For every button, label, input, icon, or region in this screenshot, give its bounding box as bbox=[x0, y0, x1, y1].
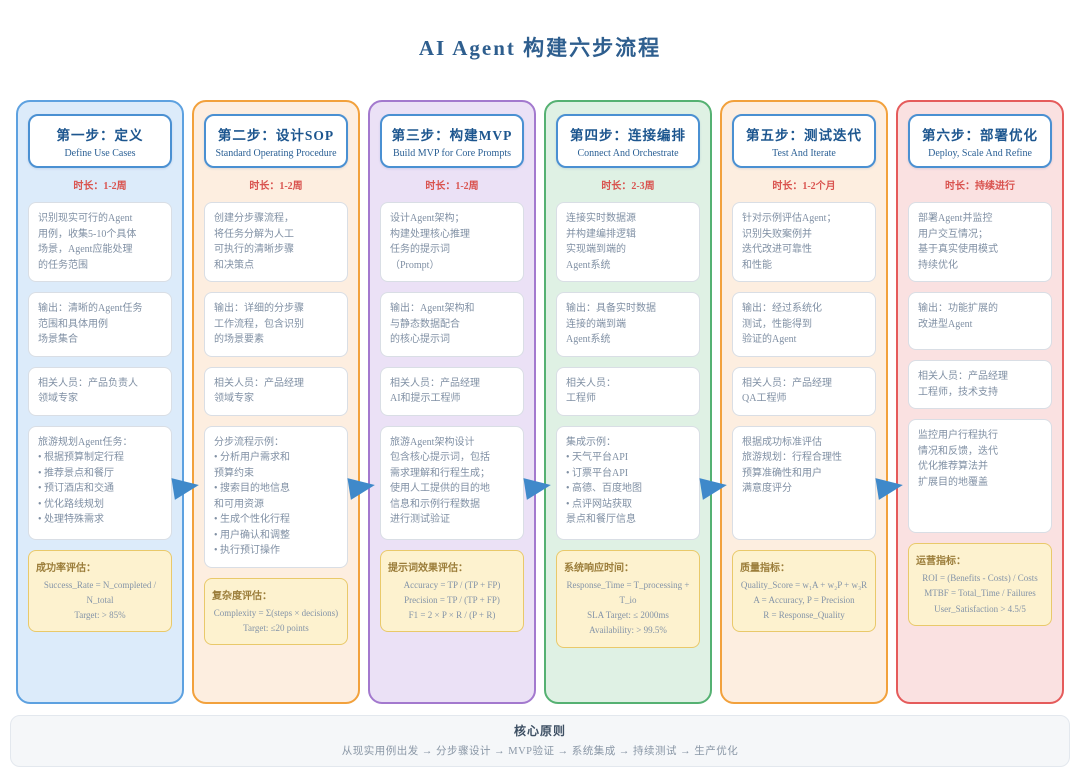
step-example-card: 分步流程示例： • 分析用户需求和 预算约束 • 搜索目的地信息 和可用资源 •… bbox=[204, 425, 348, 568]
step-people-card: 相关人员：产品经理 工程师，技术支持 bbox=[908, 360, 1052, 409]
core-principles-flow: 从现实用例出发 → 分步骤设计 → MVP验证 → 系统集成 → 持续测试 → … bbox=[341, 746, 739, 757]
core-principles-title: 核心原则 bbox=[513, 724, 566, 738]
step-description-card: 识别现实可行的Agent 用例，收集5-10个具体 场景，Agent应能处理 的… bbox=[28, 202, 172, 282]
step-subtitle: Standard Operating Procedure bbox=[215, 148, 337, 159]
step-people-card: 相关人员：产品经理 领域专家 bbox=[204, 366, 348, 416]
step-title: 第四步：连接编排 bbox=[570, 128, 686, 143]
step-column-3: 第三步：构建MVP Build MVP for Core Prompts 时长：… bbox=[368, 100, 536, 704]
step-title: 第五步：测试迭代 bbox=[746, 128, 862, 143]
step-output-card: 输出：经过系统化 测试，性能得到 验证的Agent bbox=[732, 292, 876, 357]
step-duration: 时长：1-2周 bbox=[73, 181, 127, 192]
page-title: AI Agent 构建六步流程 bbox=[418, 36, 662, 60]
flow-arrow-icon bbox=[171, 474, 201, 500]
metric-formulas: Quality_Score = w₁A + w₂P + w₃R A = Accu… bbox=[740, 579, 868, 621]
step-column-1: 第一步：定义 Define Use Cases 时长：1-2周 识别现实可行的A… bbox=[16, 100, 184, 704]
core-principles-bar: 核心原则 从现实用例出发 → 分步骤设计 → MVP验证 → 系统集成 → 持续… bbox=[10, 715, 1070, 767]
step-duration: 时长：持续进行 bbox=[945, 181, 1015, 192]
step-description-card: 针对示例评估Agent； 识别失败案例并 迭代改进可靠性 和性能 bbox=[732, 202, 876, 282]
step-header: 第四步：连接编排 Connect And Orchestrate bbox=[556, 114, 700, 168]
step-example-card: 集成示例： • 天气平台API • 订票平台API • 高德、百度地图 • 点评… bbox=[556, 425, 700, 540]
step-header: 第三步：构建MVP Build MVP for Core Prompts bbox=[380, 114, 524, 168]
metric-title: 质量指标： bbox=[740, 562, 790, 574]
step-subtitle: Connect And Orchestrate bbox=[577, 148, 679, 159]
step-description-card: 连接实时数据源 并构建编排逻辑 实现端到端的 Agent系统 bbox=[556, 202, 700, 282]
step-subtitle: Test And Iterate bbox=[772, 148, 836, 159]
step-output-card: 输出：Agent架构和 与静态数据配合 的核心提示词 bbox=[380, 292, 524, 357]
step-metric-card: 系统响应时间： Response_Time = T_processing + T… bbox=[556, 549, 700, 648]
step-metric-card: 成功率评估： Success_Rate = N_completed / N_to… bbox=[28, 549, 172, 633]
step-metric-card: 提示词效果评估： Accuracy = TP / (TP + FP) Preci… bbox=[380, 549, 524, 633]
six-step-board: 第一步：定义 Define Use Cases 时长：1-2周 识别现实可行的A… bbox=[16, 100, 1064, 704]
metric-formulas: Accuracy = TP / (TP + FP) Precision = TP… bbox=[403, 579, 501, 621]
metric-title: 系统响应时间： bbox=[564, 562, 634, 574]
step-people-card: 相关人员： 工程师 bbox=[556, 366, 700, 416]
step-example-card: 根据成功标准评估 旅游规划：行程合理性 预算准确性和用户 满意度评分 bbox=[732, 425, 876, 540]
step-output-card: 输出：详细的分步骤 工作流程，包含识别 的场景要素 bbox=[204, 292, 348, 357]
step-column-2: 第二步：设计SOP Standard Operating Procedure 时… bbox=[192, 100, 360, 704]
step-title: 第一步：定义 bbox=[56, 128, 144, 143]
step-header: 第六步：部署优化 Deploy, Scale And Refine bbox=[908, 114, 1052, 168]
step-subtitle: Deploy, Scale And Refine bbox=[928, 148, 1032, 159]
step-title: 第二步：设计SOP bbox=[217, 128, 335, 143]
step-output-card: 输出：具备实时数据 连接的端到端 Agent系统 bbox=[556, 292, 700, 357]
flow-arrow-icon bbox=[699, 474, 729, 500]
step-people-card: 相关人员：产品经理 QA工程师 bbox=[732, 366, 876, 416]
step-description-card: 创建分步骤流程， 将任务分解为人工 可执行的清晰步骤 和决策点 bbox=[204, 202, 348, 282]
step-column-5: 第五步：测试迭代 Test And Iterate 时长：1-2个月 针对示例评… bbox=[720, 100, 888, 704]
step-metric-card: 复杂度评估： Complexity = Σ(steps × decisions)… bbox=[204, 577, 348, 646]
step-example-card: 旅游Agent架构设计 包含核心提示词，包括 需求理解和行程生成； 使用人工提供… bbox=[380, 425, 524, 540]
step-header: 第五步：测试迭代 Test And Iterate bbox=[732, 114, 876, 168]
step-metric-card: 运营指标： ROI = (Benefits - Costs) / Costs M… bbox=[908, 543, 1052, 626]
step-column-4: 第四步：连接编排 Connect And Orchestrate 时长：2-3周… bbox=[544, 100, 712, 704]
step-column-6: 第六步：部署优化 Deploy, Scale And Refine 时长：持续进… bbox=[896, 100, 1064, 704]
step-header: 第一步：定义 Define Use Cases bbox=[28, 114, 172, 168]
metric-title: 成功率评估： bbox=[36, 562, 96, 574]
step-duration: 时长：1-2周 bbox=[249, 181, 303, 192]
step-people-card: 相关人员：产品负责人 领域专家 bbox=[28, 366, 172, 416]
step-example-card: 监控用户行程执行 情况和反馈，迭代 优化推荐算法并 扩展目的地覆盖 bbox=[908, 419, 1052, 533]
step-title: 第三步：构建MVP bbox=[391, 128, 513, 143]
step-duration: 时长：1-2个月 bbox=[772, 181, 836, 192]
step-output-card: 输出：清晰的Agent任务 范围和具体用例 场景集合 bbox=[28, 292, 172, 357]
step-metric-card: 质量指标： Quality_Score = w₁A + w₂P + w₃R A … bbox=[732, 549, 876, 633]
step-subtitle: Define Use Cases bbox=[64, 148, 136, 159]
step-duration: 时长：2-3周 bbox=[601, 181, 655, 192]
metric-title: 复杂度评估： bbox=[212, 590, 272, 602]
flow-arrow-icon bbox=[875, 474, 905, 500]
metric-formulas: Success_Rate = N_completed / N_total Tar… bbox=[43, 579, 157, 621]
step-output-card: 输出：功能扩展的 改进型Agent bbox=[908, 292, 1052, 350]
metric-formulas: Complexity = Σ(steps × decisions) Target… bbox=[213, 607, 339, 633]
metric-formulas: Response_Time = T_processing + T_io SLA … bbox=[566, 579, 690, 636]
metric-title: 提示词效果评估： bbox=[388, 562, 468, 574]
metric-formulas: ROI = (Benefits - Costs) / Costs MTBF = … bbox=[922, 573, 1038, 614]
step-people-card: 相关人员：产品经理 AI和提示工程师 bbox=[380, 366, 524, 416]
step-title: 第六步：部署优化 bbox=[922, 128, 1038, 143]
step-example-card: 旅游规划Agent任务： • 根据预算制定行程 • 推荐景点和餐厅 • 预订酒店… bbox=[28, 425, 172, 540]
step-subtitle: Build MVP for Core Prompts bbox=[393, 148, 511, 159]
flow-arrow-icon bbox=[347, 474, 377, 500]
step-header: 第二步：设计SOP Standard Operating Procedure bbox=[204, 114, 348, 168]
step-description-card: 设计Agent架构； 构建处理核心推理 任务的提示词 （Prompt） bbox=[380, 202, 524, 282]
flow-arrow-icon bbox=[523, 474, 553, 500]
metric-title: 运营指标： bbox=[916, 556, 966, 567]
step-duration: 时长：1-2周 bbox=[425, 181, 479, 192]
step-description-card: 部署Agent并监控 用户交互情况； 基于真实使用模式 持续优化 bbox=[908, 202, 1052, 282]
